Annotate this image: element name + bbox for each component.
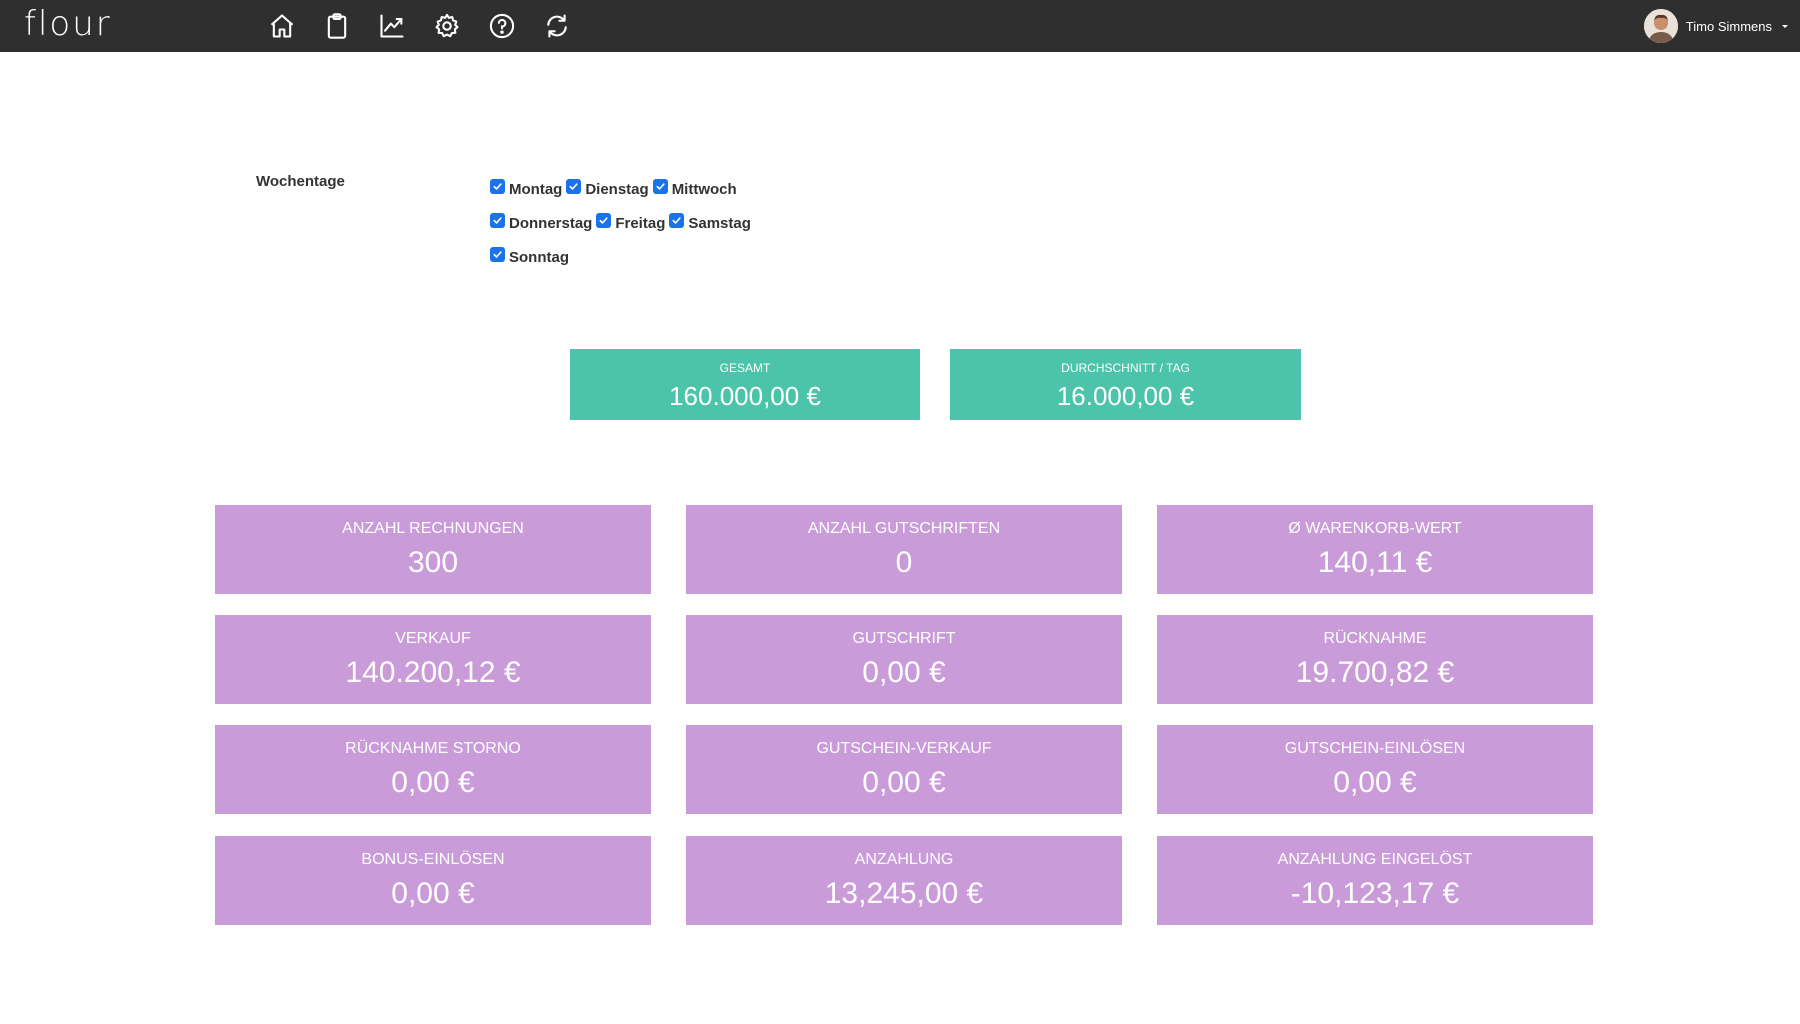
kpi-value: 0,00 € <box>862 656 946 689</box>
kpi-card: ANZAHL RECHNUNGEN 300 <box>215 505 651 594</box>
refresh-icon[interactable] <box>541 10 573 42</box>
summary-card-durchschnitt: DURCHSCHNITT / TAG 16.000,00 € <box>950 349 1301 420</box>
kpi-value: 19.700,82 € <box>1295 656 1455 689</box>
weekday-mittwoch[interactable]: Mittwoch <box>652 179 737 198</box>
kpi-value: 140.200,12 € <box>345 656 521 689</box>
kpi-label: ANZAHLUNG <box>854 851 954 868</box>
kpi-card: RÜCKNAHME STORNO 0,00 € <box>215 725 651 814</box>
app-logo[interactable]: flour <box>24 4 112 44</box>
user-menu[interactable]: Timo Simmens <box>1643 8 1790 44</box>
weekday-freitag[interactable]: Freitag <box>596 213 665 232</box>
home-icon[interactable] <box>266 10 298 42</box>
kpi-label: ANZAHLUNG EINGELÖST <box>1277 851 1473 868</box>
kpi-label: Ø WARENKORB-WERT <box>1288 520 1462 537</box>
checkbox-checked[interactable] <box>652 179 668 194</box>
kpi-value: -10,123,17 € <box>1290 877 1460 910</box>
kpi-card: ANZAHLUNG EINGELÖST -10,123,17 € <box>1157 836 1593 925</box>
kpi-value: 300 <box>407 546 459 579</box>
kpi-label: RÜCKNAHME <box>1323 630 1427 647</box>
summary-card-gesamt: GESAMT 160.000,00 € <box>570 349 920 420</box>
weekday-dienstag[interactable]: Dienstag <box>566 179 649 198</box>
kpi-value: 140,11 € <box>1317 546 1433 579</box>
kpi-value: 0,00 € <box>391 766 475 799</box>
user-name: Timo Simmens <box>1685 18 1772 34</box>
weekday-filter-label: Wochentage <box>256 173 345 190</box>
weekday-montag[interactable]: Montag <box>490 179 562 198</box>
avatar <box>1643 9 1678 43</box>
kpi-label: GUTSCHEIN-EINLÖSEN <box>1284 740 1466 757</box>
chevron-down-icon <box>1782 25 1788 28</box>
kpi-label: ANZAHL GUTSCHRIFTEN <box>807 520 1001 537</box>
kpi-value: 0 <box>895 546 913 579</box>
kpi-card: VERKAUF 140.200,12 € <box>215 615 651 704</box>
kpi-card: Ø WARENKORB-WERT 140,11 € <box>1157 505 1593 594</box>
checkbox-checked[interactable] <box>490 179 505 194</box>
help-circle-icon[interactable] <box>486 10 518 42</box>
kpi-value: 0,00 € <box>862 766 946 799</box>
summary-label: GESAMT <box>719 361 771 375</box>
kpi-value: 0,00 € <box>1333 766 1417 799</box>
nav-toolbar <box>266 10 573 42</box>
weekday-donnerstag[interactable]: Donnerstag <box>490 213 592 232</box>
kpi-card: ANZAHL GUTSCHRIFTEN 0 <box>686 505 1122 594</box>
kpi-card: GUTSCHRIFT 0,00 € <box>686 615 1122 704</box>
kpi-label: RÜCKNAHME STORNO <box>345 740 521 757</box>
kpi-card: ANZAHLUNG 13,245,00 € <box>686 836 1122 925</box>
clipboard-icon[interactable] <box>321 10 353 42</box>
chart-line-icon[interactable] <box>376 10 408 42</box>
summary-value: 16.000,00 € <box>1056 381 1195 411</box>
kpi-value: 0,00 € <box>391 877 475 910</box>
kpi-value: 13,245,00 € <box>824 877 984 910</box>
kpi-card: GUTSCHEIN-EINLÖSEN 0,00 € <box>1157 725 1593 814</box>
kpi-card: GUTSCHEIN-VERKAUF 0,00 € <box>686 725 1122 814</box>
kpi-label: GUTSCHEIN-VERKAUF <box>816 740 992 757</box>
weekday-samstag[interactable]: Samstag <box>669 213 751 232</box>
gear-icon[interactable] <box>431 10 463 42</box>
kpi-label: VERKAUF <box>395 630 471 647</box>
checkbox-checked[interactable] <box>490 247 505 262</box>
summary-label: DURCHSCHNITT / TAG <box>1061 361 1190 375</box>
kpi-card: RÜCKNAHME 19.700,82 € <box>1157 615 1593 704</box>
checkbox-checked[interactable] <box>596 213 612 228</box>
kpi-label: ANZAHL RECHNUNGEN <box>342 520 524 537</box>
kpi-label: BONUS-EINLÖSEN <box>361 851 505 868</box>
kpi-card: BONUS-EINLÖSEN 0,00 € <box>215 836 651 925</box>
weekday-checkbox-group: Montag Dienstag Mittwoch Donnerstag Fr <box>490 172 790 274</box>
checkbox-checked[interactable] <box>566 179 582 194</box>
checkbox-checked[interactable] <box>669 213 685 228</box>
top-bar: flour <box>0 0 1800 52</box>
weekday-sonntag[interactable]: Sonntag <box>490 247 569 266</box>
summary-value: 160.000,00 € <box>669 381 821 411</box>
checkbox-checked[interactable] <box>490 213 505 228</box>
kpi-label: GUTSCHRIFT <box>852 630 956 647</box>
